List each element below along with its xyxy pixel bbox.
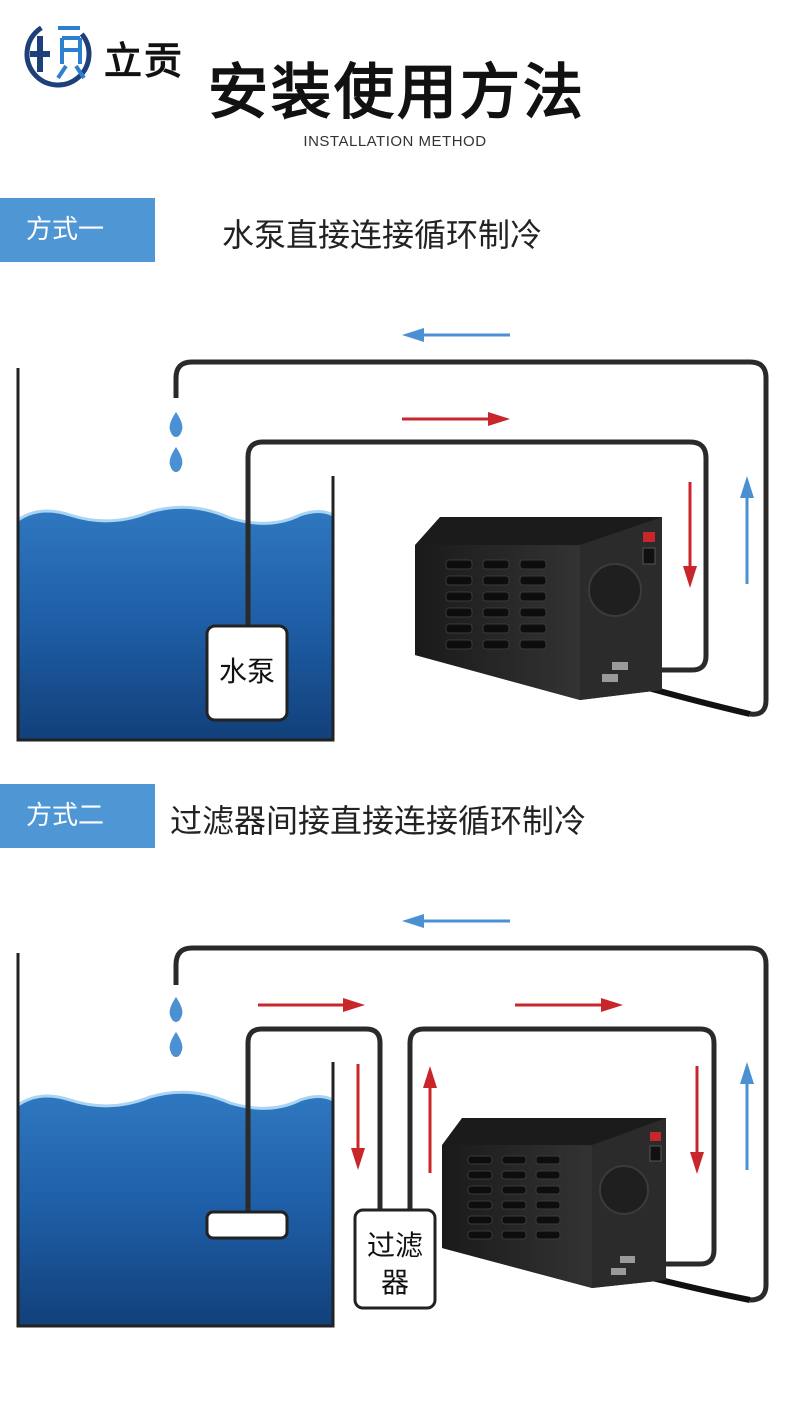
method1-heading: 水泵直接连接循环制冷 (222, 216, 543, 254)
filter-chiller-pipe (407, 1026, 717, 1267)
brand-name: 立贡 (104, 39, 185, 83)
pump-label: 水泵 (219, 655, 275, 688)
filter-label-line1: 过滤 (367, 1229, 423, 1262)
pump-box (205, 624, 289, 722)
chiller-unit (415, 517, 662, 700)
tank-water (18, 1092, 333, 1326)
return-pipe (173, 945, 769, 1303)
filter-box (353, 1208, 437, 1310)
page-subtitle: INSTALLATION METHOD (303, 133, 487, 150)
tank-outline (16, 953, 335, 1328)
method1-diagram: 水泵 (16, 328, 769, 742)
chiller-unit (442, 1118, 666, 1288)
water-drop-icon (169, 412, 183, 437)
water-drop-icon (169, 997, 183, 1022)
return-pipe (173, 359, 769, 717)
pump-filter-pipe (245, 1026, 383, 1212)
supply-pipe (245, 439, 709, 673)
water-drop-icon (169, 447, 183, 472)
tank-outline (16, 368, 335, 742)
water-drop-icon (169, 1032, 183, 1057)
page-title: 安装使用方法 (208, 58, 586, 128)
pump-box (205, 1210, 289, 1240)
filter-label-line2: 器 (381, 1266, 409, 1299)
method1-tag: 方式一 (0, 198, 155, 262)
method2-diagram: 过滤 器 (16, 914, 769, 1328)
method2-tag: 方式二 (0, 784, 155, 848)
brand-logo-icon (24, 20, 92, 88)
method2-heading: 过滤器间接直接连接循环制冷 (170, 802, 587, 840)
